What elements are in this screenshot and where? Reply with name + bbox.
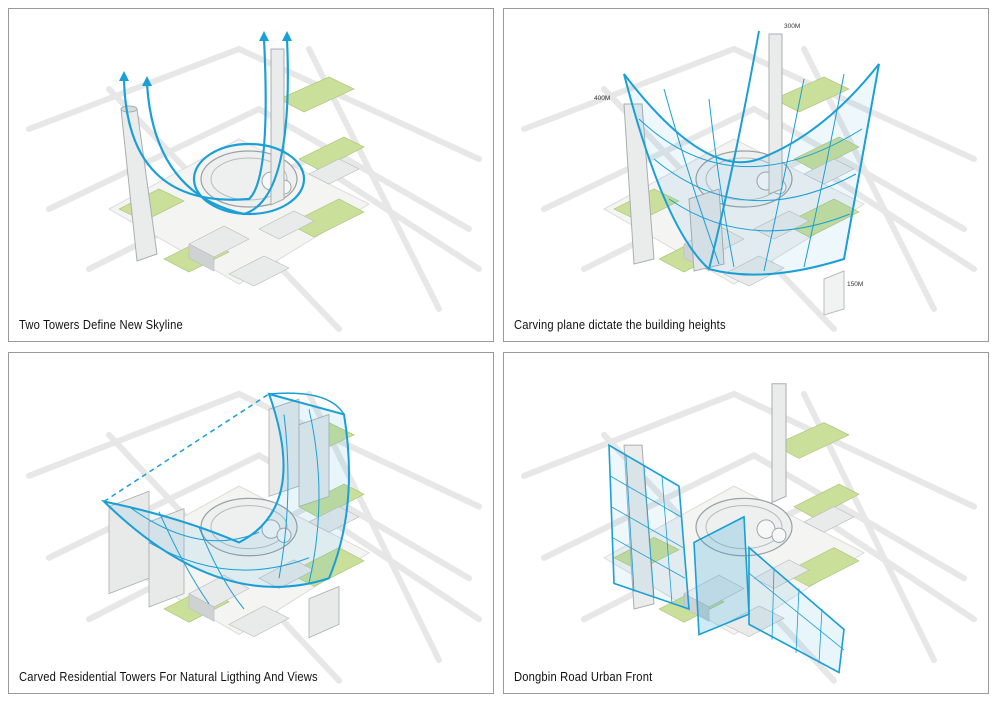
caption: Two Towers Define New Skyline [19, 317, 183, 332]
height-label-300m: 300M [784, 23, 800, 30]
diagram-carving-plane [504, 9, 989, 342]
caption: Carved Residential Towers For Natural Li… [19, 669, 318, 684]
diagram-carved-towers [9, 353, 494, 694]
height-label-150m: 150M [847, 281, 863, 288]
diagram-two-towers [9, 9, 494, 342]
panel-carving-plane: 300M 400M 150M Carving plane dictate the… [503, 8, 989, 342]
panel-carved-towers: Carved Residential Towers For Natural Li… [8, 352, 494, 694]
panel-urban-front: Dongbin Road Urban Front [503, 352, 989, 694]
caption: Dongbin Road Urban Front [514, 669, 652, 684]
diagram-urban-front [504, 353, 989, 694]
height-label-400m: 400M [594, 95, 610, 102]
caption: Carving plane dictate the building heigh… [514, 317, 726, 332]
panel-two-towers: Two Towers Define New Skyline [8, 8, 494, 342]
